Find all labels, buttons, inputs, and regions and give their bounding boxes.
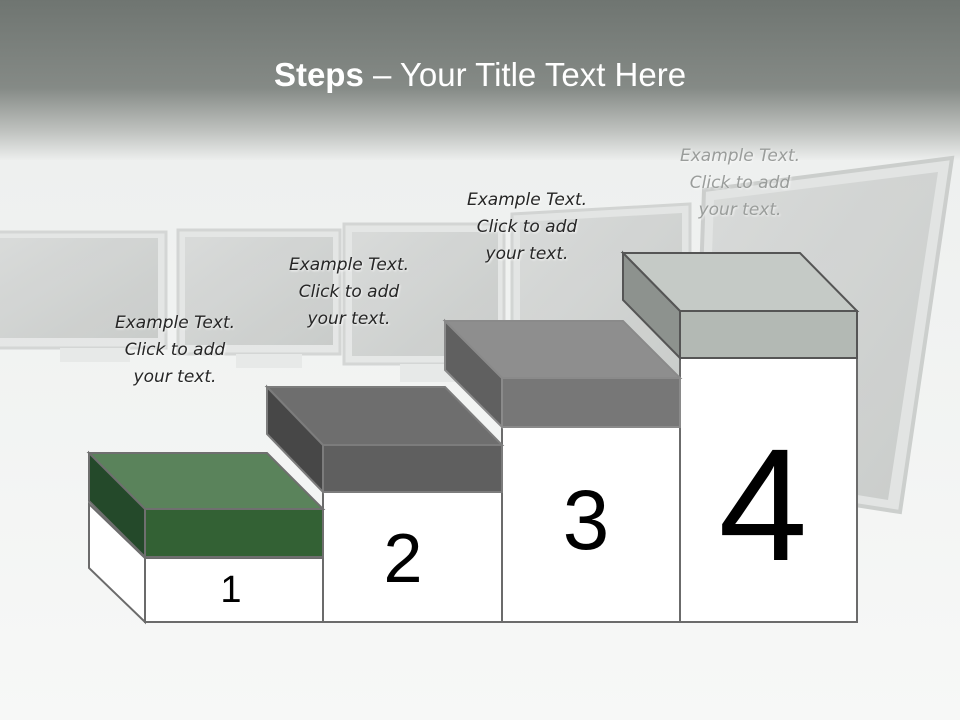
title-text: – Your Title Text Here (363, 56, 687, 93)
step-3-text-line1: Example Text. (466, 190, 588, 210)
step-3-text[interactable]: Example Text. Click to add your text. (442, 187, 612, 268)
step-2-number: 2 (383, 519, 423, 597)
step-2-text-line1: Example Text. (288, 255, 410, 275)
step-1-text-line1: Example Text. (114, 313, 236, 333)
slide-title[interactable]: Steps – Your Title Text Here (0, 54, 960, 96)
step-2-text-line3: your text. (307, 309, 391, 329)
step-1-text-line2: Click to add (124, 340, 226, 360)
step-1-block (86, 450, 326, 560)
step-3-text-line2: Click to add (476, 217, 578, 237)
step-3-number: 3 (562, 473, 610, 567)
step-3-block (442, 318, 683, 430)
step-4-text-line2: Click to add (689, 173, 791, 193)
step-1-text-line3: your text. (133, 367, 217, 387)
step-4-text-line3: your text. (698, 200, 782, 220)
step-4-text[interactable]: Example Text. Click to add your text. (655, 143, 825, 224)
step-4-number: 4 (718, 415, 808, 594)
step-4-text-line1: Example Text. (679, 146, 801, 166)
title-bold: Steps (273, 56, 364, 93)
step-4-block (620, 250, 860, 361)
step-3-text-line3: your text. (485, 244, 569, 264)
title-band (0, 0, 960, 160)
step-2-block (264, 384, 505, 495)
step-1-number: 1 (220, 569, 242, 611)
step-1-text[interactable]: Example Text. Click to add your text. (90, 310, 260, 391)
step-2-text-line2: Click to add (298, 282, 400, 302)
step-2-text[interactable]: Example Text. Click to add your text. (264, 252, 434, 333)
